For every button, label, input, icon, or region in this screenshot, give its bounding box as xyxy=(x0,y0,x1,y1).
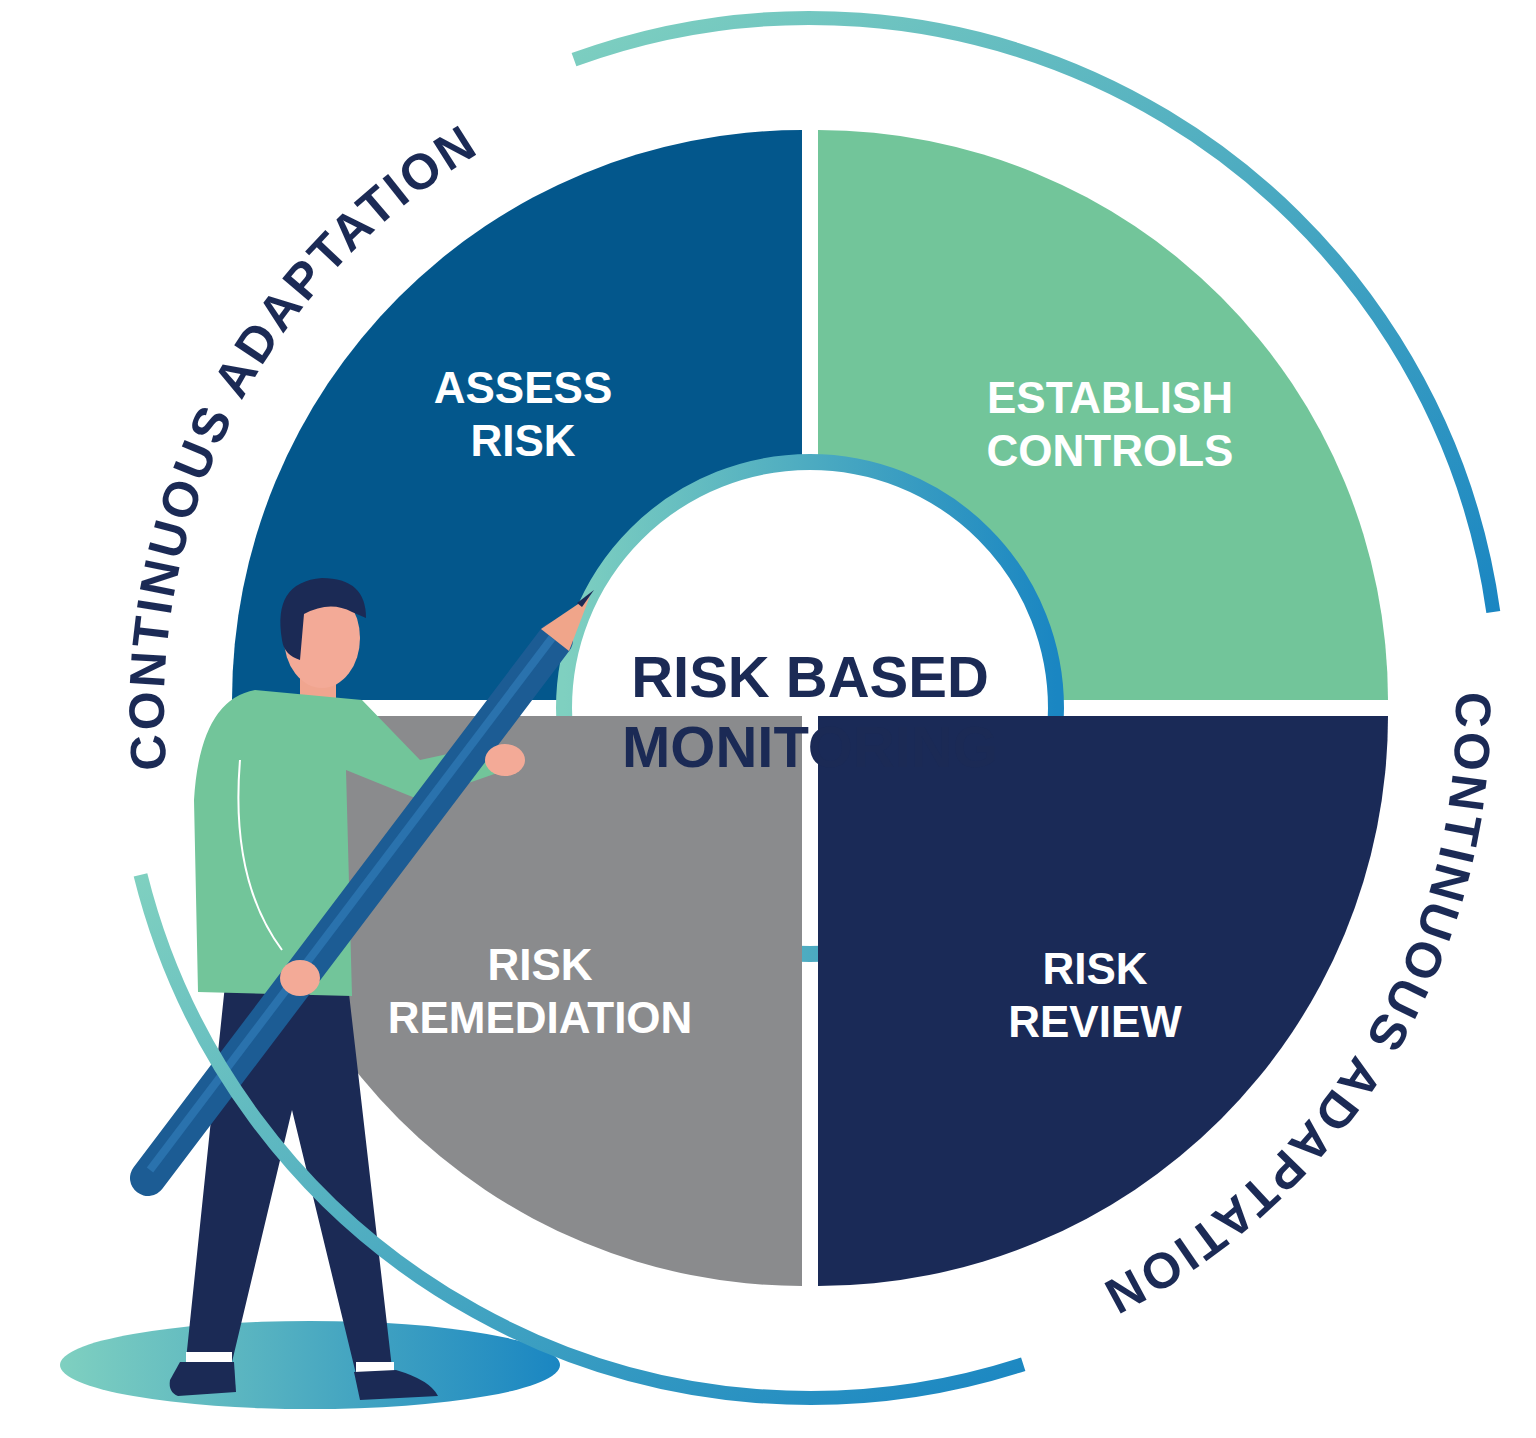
ring-arc xyxy=(140,875,1023,1398)
arc-label-text: CONTINUOUS ADAPTATION xyxy=(119,113,487,772)
pencil-lead xyxy=(577,590,594,607)
shoe xyxy=(354,1370,438,1400)
segment-label: ESTABLISH CONTROLS xyxy=(987,372,1234,478)
pencil-edge xyxy=(150,638,552,1170)
adaptation-label: CONTINUOUS ADAPTATION xyxy=(119,113,487,772)
shoe xyxy=(170,1362,236,1396)
quadrant-fill xyxy=(818,716,1388,1286)
hand xyxy=(485,744,525,776)
sleeve-line xyxy=(238,760,282,950)
trousers xyxy=(186,985,392,1374)
arc-label-text: CONTINUOUS ADAPTATION xyxy=(1094,692,1501,1326)
hair xyxy=(280,578,366,660)
hand xyxy=(280,960,320,996)
adaptation-label: CONTINUOUS ADAPTATION xyxy=(1094,692,1501,1326)
ring-arc xyxy=(574,18,1493,612)
segment-label: RISK REMEDIATION xyxy=(388,939,693,1045)
floor-shadow xyxy=(60,1321,560,1409)
center-title: RISK BASED MONITORING xyxy=(585,642,1035,781)
sweater xyxy=(194,690,500,996)
segment-label: ASSESS RISK xyxy=(434,362,613,468)
quadrant-segment: RISK REVIEW xyxy=(818,716,1388,1286)
segment-label: RISK REVIEW xyxy=(1008,943,1182,1049)
sock xyxy=(186,1352,232,1362)
